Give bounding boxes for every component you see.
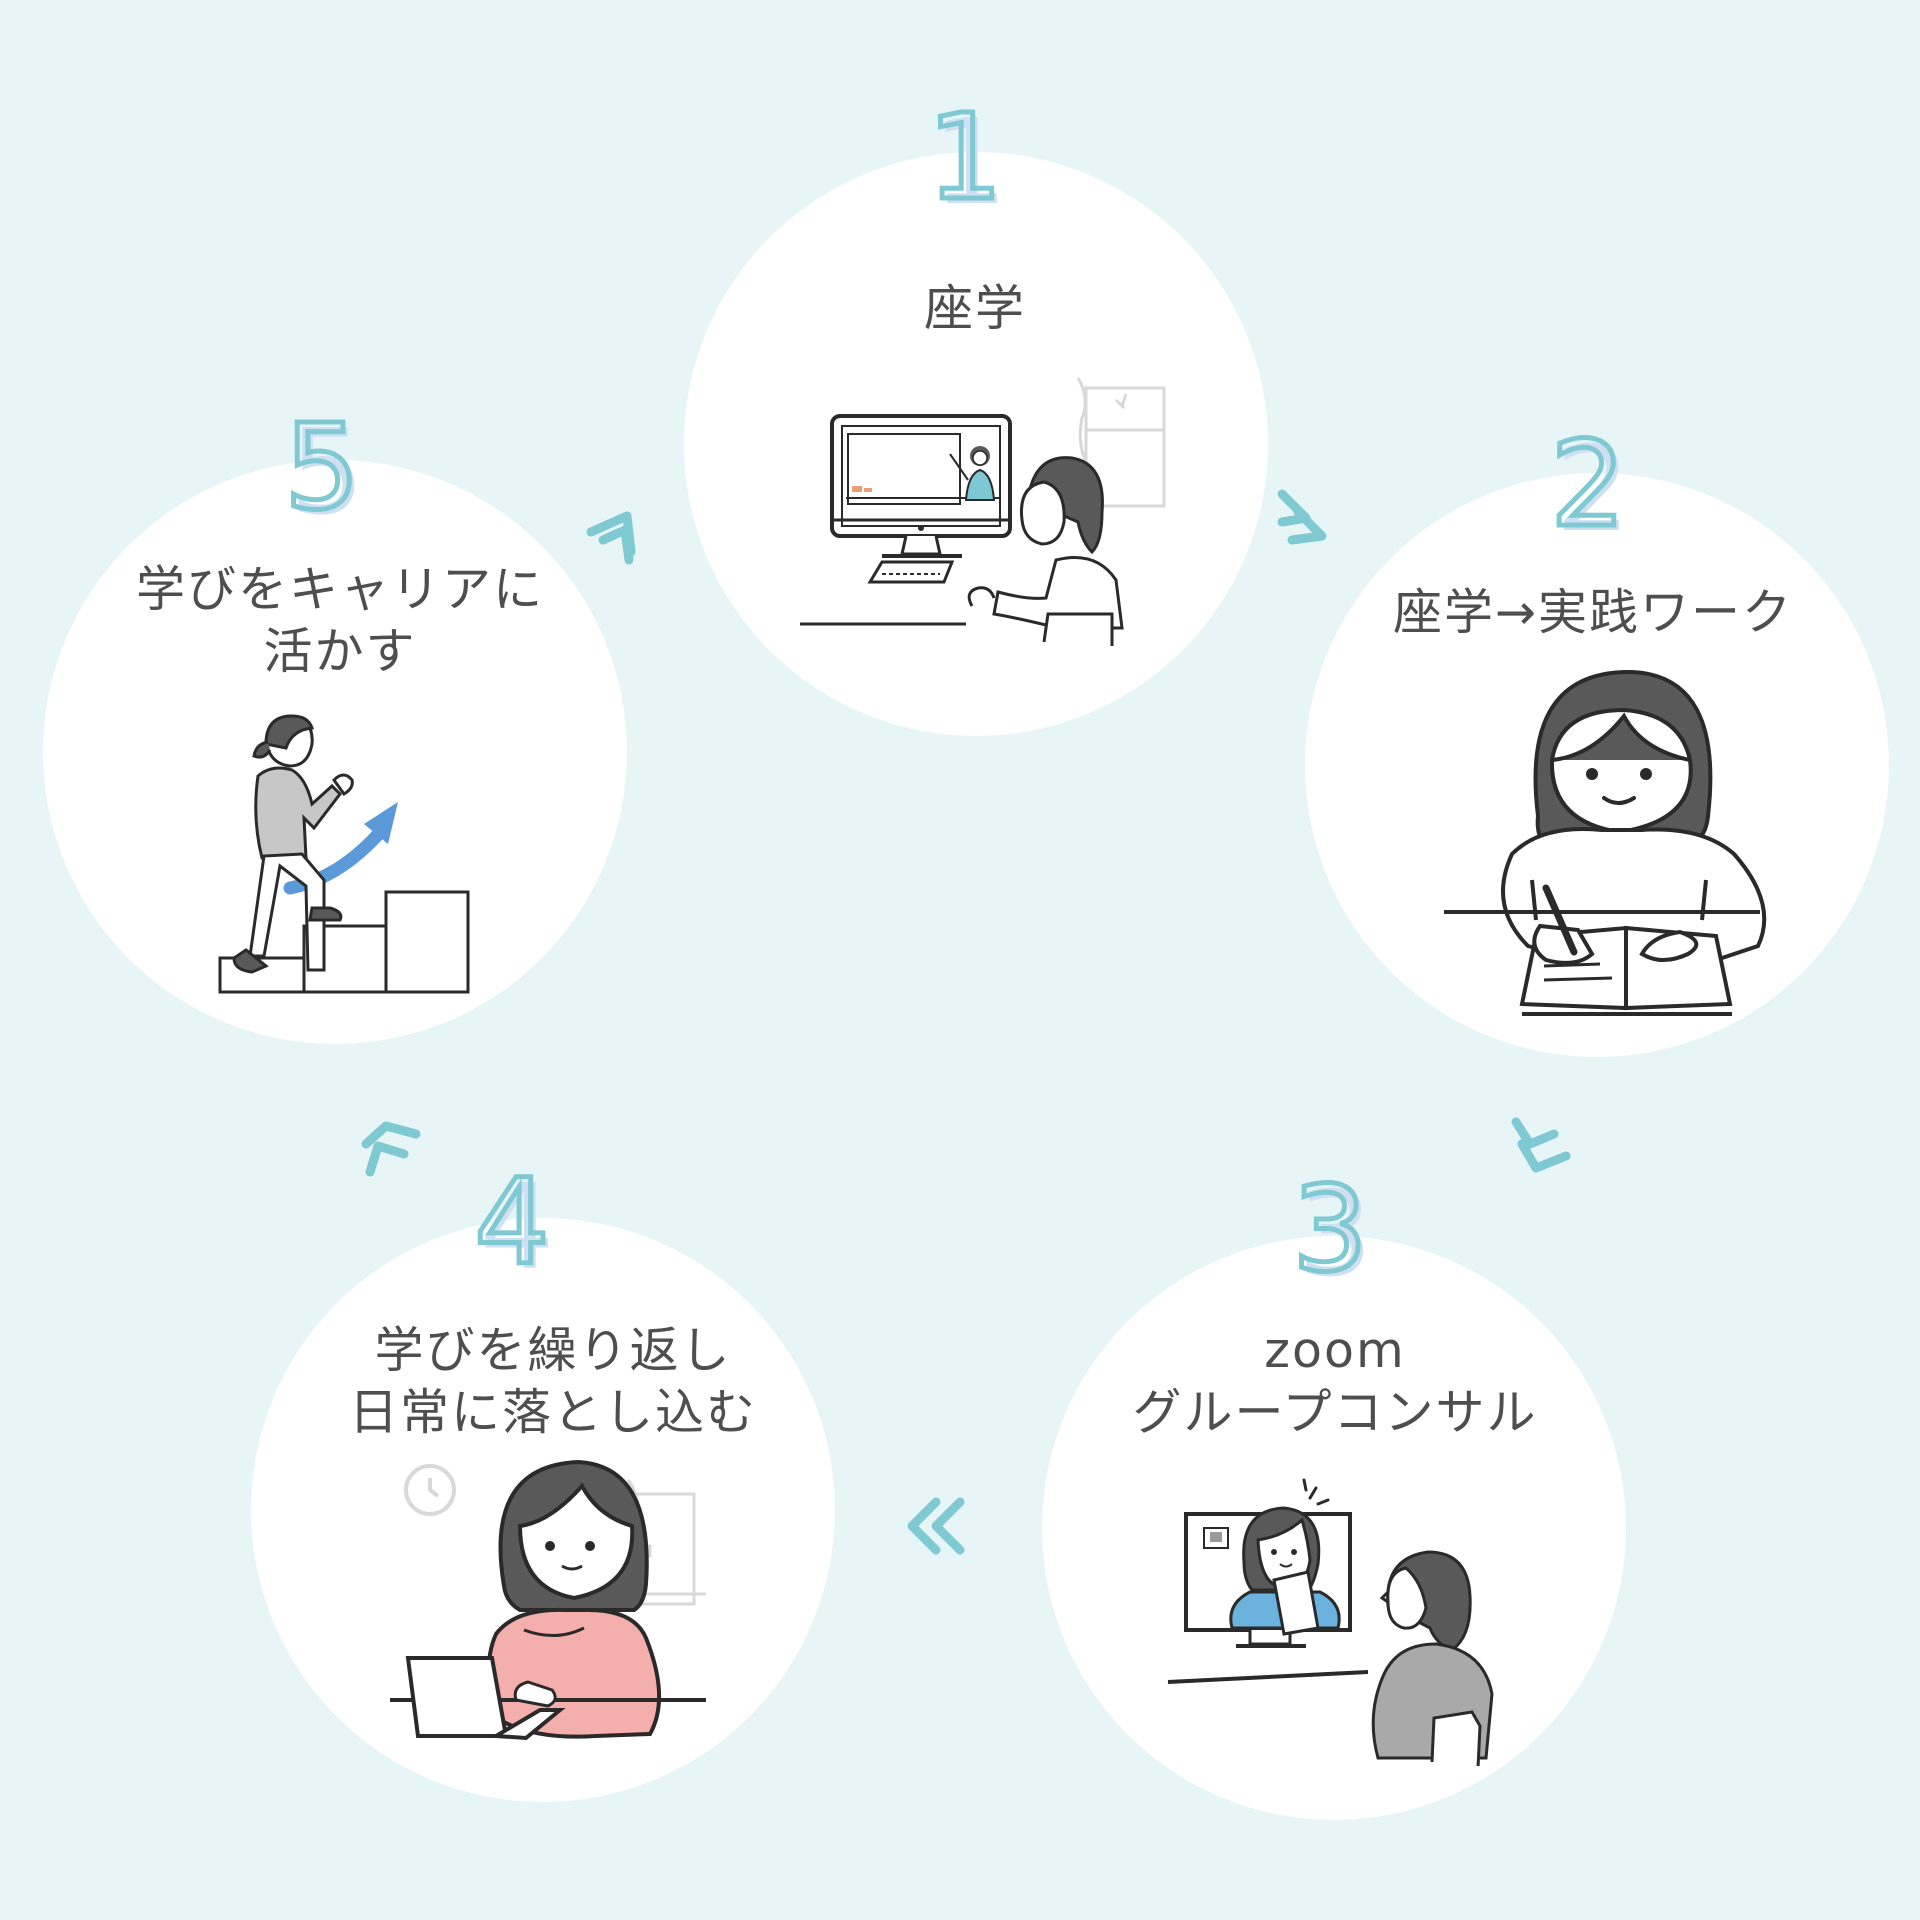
career-stairs-illustration	[218, 714, 470, 994]
arrow-2-to-3-icon	[1511, 1117, 1571, 1173]
step-4-label: 学びを繰り返し 日常に落とし込む	[348, 1322, 758, 1442]
laptop-work-illustration	[390, 1459, 706, 1741]
step-5-number: 5	[282, 398, 362, 536]
arrow-3-to-4-icon	[907, 1497, 965, 1555]
video-consultation-illustration	[1167, 1478, 1494, 1766]
step-2-number: 2	[1548, 415, 1628, 553]
step-1-label: 座学	[923, 280, 1027, 337]
studying-with-notebook-illustration	[1444, 670, 1767, 1016]
step-4-number: 4	[472, 1153, 552, 1291]
step-5-label: 学びをキャリアに 活かす	[135, 561, 545, 681]
step-2-label: 座学→実践ワーク	[1392, 584, 1794, 641]
arrow-4-to-5-icon	[361, 1121, 421, 1177]
arrow-5-to-1-icon	[586, 511, 636, 565]
arrow-1-to-2-icon	[1277, 489, 1327, 545]
step-1-number: 1	[925, 88, 1005, 226]
step-3-label: zoom グループコンサル	[1132, 1322, 1538, 1442]
step-3-number: 3	[1290, 1160, 1370, 1298]
online-lecture-illustration	[800, 377, 1166, 646]
